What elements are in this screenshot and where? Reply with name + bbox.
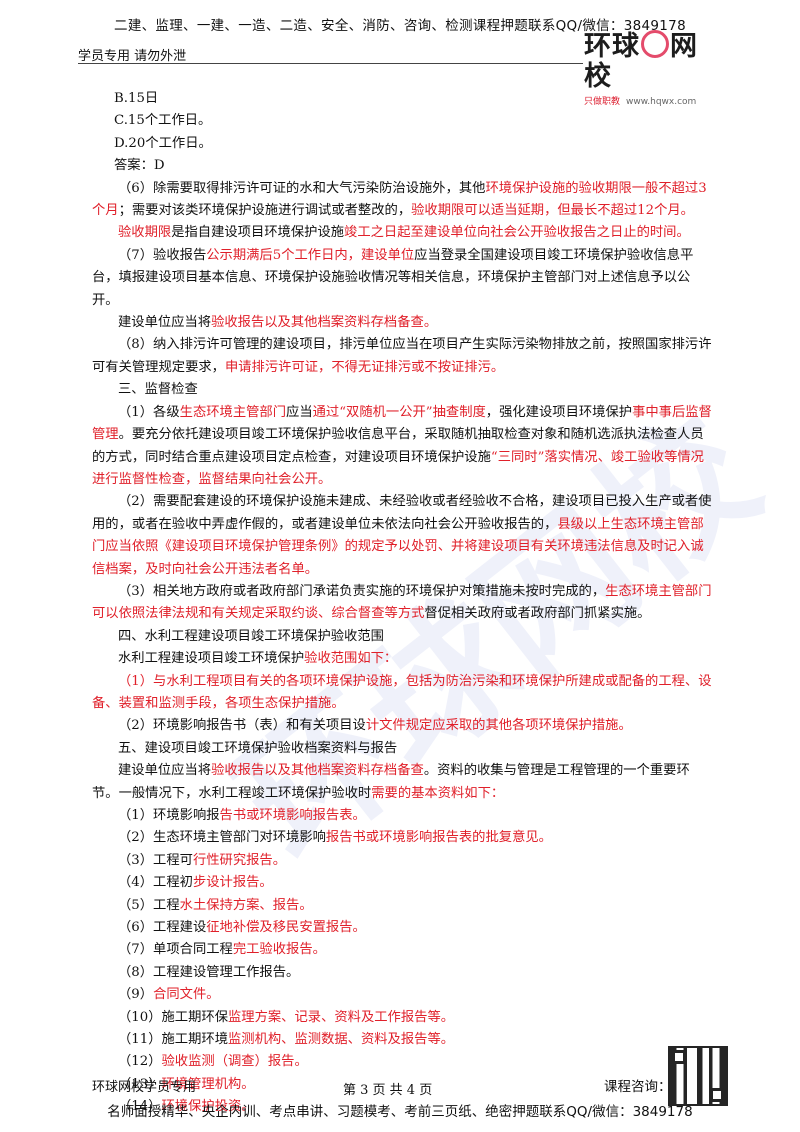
list-item: （11）施工期环境监测机构、监测数据、资料及报告等。 xyxy=(118,1032,455,1048)
list-item: （9）合同文件。 xyxy=(118,987,220,1003)
footer-note: 环球网校学员专用 xyxy=(92,1080,197,1095)
section-3-item-3: （3）相关地方政府或者政府部门承诺负责实施的环境保护对策措施未按时完成的，生态环… xyxy=(92,583,712,622)
consult-label: 课程咨询： xyxy=(604,1079,672,1095)
paragraph-6-definition: 验收期限是指自建设项目环境保护设施竣工之日起至建设单位向社会公开验收报告之日止的… xyxy=(118,225,690,241)
section-3-heading: 三、监督检查 xyxy=(118,382,198,398)
paragraph-8: （8）纳入排污许可管理的建设项目，排污单位应当在项目产生实际污染物排放之前，按照… xyxy=(92,337,712,375)
section-5-paragraph: 建设单位应当将验收报告以及其他档案资料存档备查。资料的收集与管理是工程管理的一个… xyxy=(92,763,690,801)
paragraph-7: （7）验收报告公示期满后5个工作日内，建设单位应当登录全国建设项目竣工环境保护验… xyxy=(92,247,694,308)
logo-ring-icon xyxy=(641,30,669,58)
header-divider xyxy=(78,63,583,64)
paragraph-6: （6）除需要取得排污许可证的水和大气污染防治设施外，其他环境保护设施的验收期限一… xyxy=(92,180,707,219)
list-item: （12）验收监测（调查）报告。 xyxy=(118,1054,308,1070)
list-item: （4）工程初步设计报告。 xyxy=(118,875,273,891)
section-3-item-1: （1）各级生态环境主管部门应当通过“双随机一公开”抽查制度，强化建设项目环境保护… xyxy=(92,404,712,487)
section-4-intro: 水利工程建设项目竣工环境保护验收范围如下： xyxy=(118,651,398,667)
section-5-heading: 五、建设项目竣工环境保护验收档案资料与报告 xyxy=(118,740,398,756)
list-item: （14）环境保护投资。 xyxy=(118,1099,255,1115)
qr-code-icon[interactable] xyxy=(668,1046,728,1106)
option-b: B.15日 xyxy=(114,91,159,106)
header-note: 学员专用 请勿外泄 xyxy=(78,49,187,64)
list-item: （13）环境管理机构。 xyxy=(118,1076,255,1092)
list-item: （5）工程水土保持方案、报告。 xyxy=(118,897,313,913)
section-4-item-1: （1）与水利工程项目有关的各项环境保护设施，包括为防治污染和环境保护所建成或配备… xyxy=(92,673,712,711)
section-3-item-2: （2）需要配套建设的环境保护设施未建成、未经验收或者经验收不合格，建设项目已投入… xyxy=(92,494,712,577)
answer: 答案：D xyxy=(114,158,165,174)
list-item: （2）生态环境主管部门对环境影响报告书或环境影响报告表的批复意见。 xyxy=(118,830,552,846)
list-item: （8）工程建设管理工作报告。 xyxy=(118,964,300,980)
material-list: （1）环境影响报告书或环境影响报告表。 （2）生态环境主管部门对环境影响报告书或… xyxy=(92,805,714,1119)
list-item: （10）施工期环保监理方案、记录、资料及工作报告等。 xyxy=(118,1009,455,1025)
list-item: （1）环境影响报告书或环境影响报告表。 xyxy=(118,808,366,823)
option-d: D.20个工作日。 xyxy=(114,135,212,151)
section-4-heading: 四、水利工程建设项目竣工环境保护验收范围 xyxy=(118,628,384,644)
footer-banner: 名师面授精华、央企内训、考点串讲、习题模考、考前三页纸、绝密押题联系QQ/微信：… xyxy=(107,1104,693,1120)
section-4-item-2: （2）环境影响报告书（表）和有关项目设计文件规定应采取的其他各项环境保护措施。 xyxy=(118,718,632,734)
list-item: （7）单项合同工程完工验收报告。 xyxy=(118,942,326,958)
top-banner: 二建、监理、一建、一造、二造、安全、消防、咨询、检测课程押题联系QQ/微信：38… xyxy=(114,18,686,34)
logo-text: 环球网校 xyxy=(584,30,698,92)
paragraph-7-archive: 建设单位应当将验收报告以及其他档案资料存档备查。 xyxy=(118,315,438,331)
list-item: （3）工程可行性研究报告。 xyxy=(118,852,287,868)
option-c: C.15个工作日。 xyxy=(114,113,212,129)
document-body: B.15日 C.15个工作日。 D.20个工作日。 答案：D （6）除需要取得排… xyxy=(92,88,714,1119)
page-number: 第 3 页 共 4 页 xyxy=(343,1083,433,1098)
list-item: （6）工程建设征地补偿及移民安置报告。 xyxy=(118,920,366,936)
